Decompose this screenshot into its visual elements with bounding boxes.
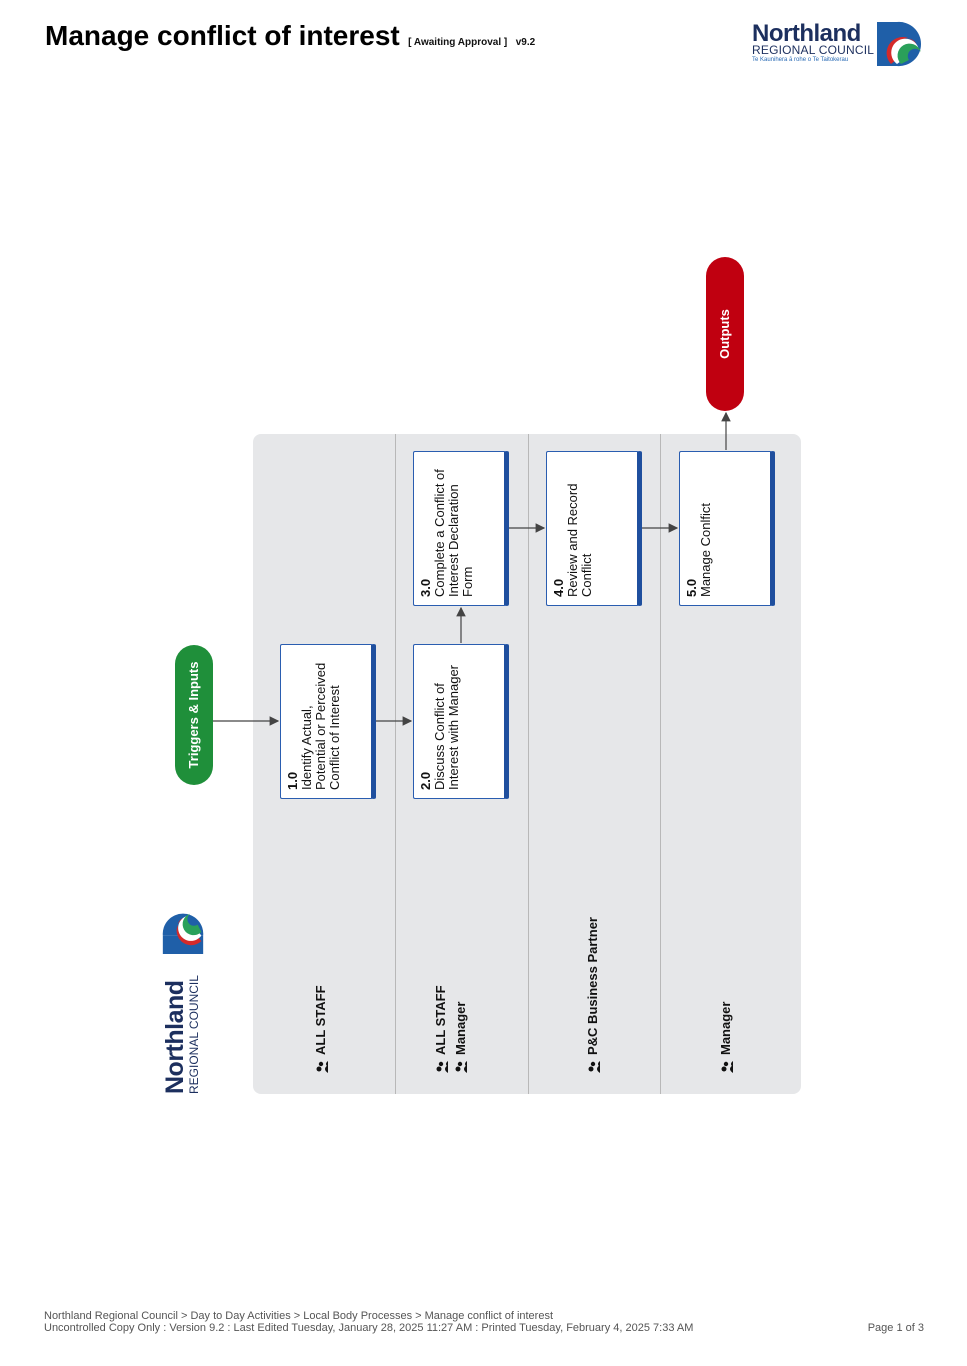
wave-logo-icon [877,21,922,67]
lane-label-all-staff: ALL STAFF [313,985,329,1074]
page-title: Manage conflict of interest [ Awaiting A… [45,20,535,52]
footer-breadcrumb: Northland Regional Council > Day to Day … [44,1310,554,1322]
logo-name: Northland [752,20,861,47]
lane-label-all-staff-manager: ALL STAFF Manager [433,985,468,1074]
wave-logo-icon [162,913,204,954]
version-label: v9.2 [515,37,536,48]
lane-label-pc-business-partner: P&C Business Partner [585,917,601,1074]
people-icon [587,1060,601,1074]
page-footer: Northland Regional Council > Day to Day … [44,1310,693,1334]
council-logo: Northland REGIONAL COUNCIL Te Kaunihera … [752,20,927,70]
footer-info: Uncontrolled Copy Only : Version 9.2 : L… [44,1322,694,1334]
page-number: Page 1 of 3 [867,1322,924,1334]
diagram-logo: Northland REGIONAL COUNCIL [161,913,207,1094]
swimlane-area: ALL STAFF ALL STAFF Manager P&C Business… [253,434,801,1094]
title-text: Manage conflict of interest [45,20,400,51]
people-icon [720,1060,734,1074]
logo-tagline: Te Kaunihera ā rohe o Te Taitokerau [752,57,849,63]
people-icon [454,1060,468,1074]
logo-subtitle: REGIONAL COUNCIL [752,43,875,57]
people-icon [435,1060,449,1074]
lane-label-manager: Manager [718,1002,734,1074]
status-badge: [ Awaiting Approval ] [408,37,508,48]
lane-sublabel: Manager [453,985,469,1074]
people-icon [315,1060,329,1074]
